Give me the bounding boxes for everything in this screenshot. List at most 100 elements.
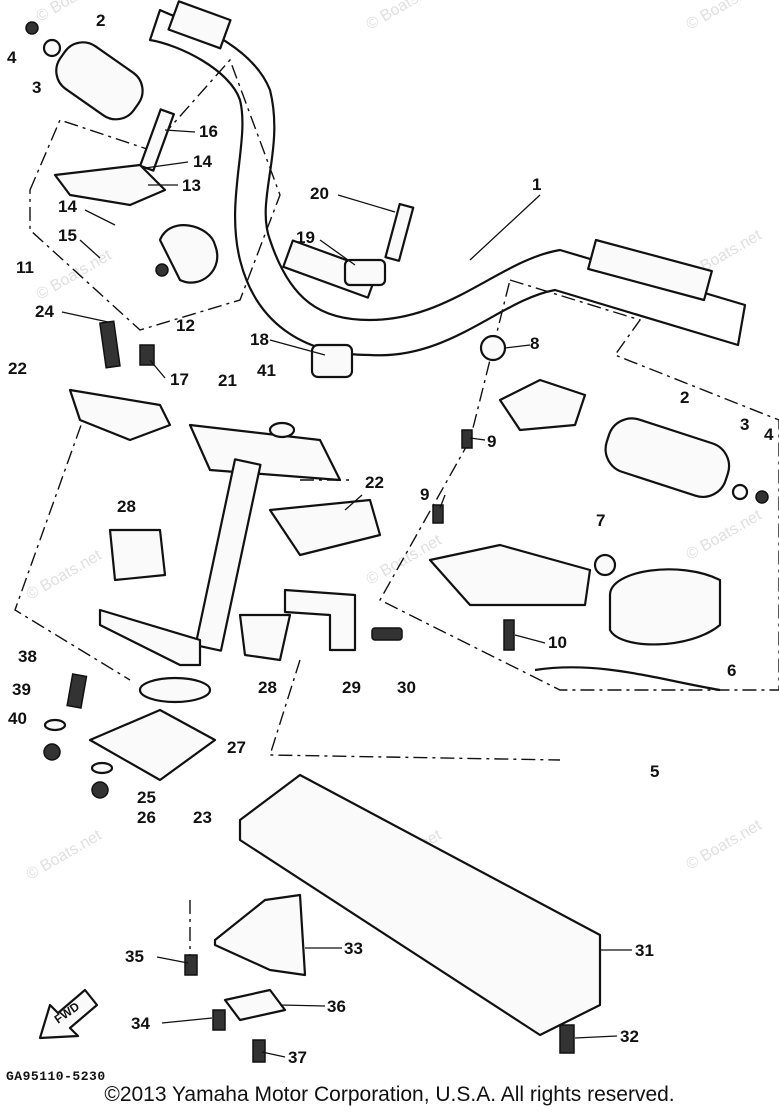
callout-19: 19	[296, 228, 315, 247]
fwd-direction-arrow: FWD	[38, 988, 99, 1040]
lever-13	[53, 163, 167, 207]
group-boundaries	[14, 58, 779, 960]
screw-9-upper	[461, 429, 473, 449]
copyright-notice: ©2013 Yamaha Motor Corporation, U.S.A. A…	[104, 1083, 675, 1106]
lanyard-6	[608, 568, 722, 646]
watermark-text: © Boats.net	[684, 0, 766, 33]
leader-line	[574, 1035, 618, 1039]
callout-15: 15	[58, 226, 77, 245]
screw-9-lower	[432, 504, 444, 524]
callout-2-left: 2	[96, 11, 105, 30]
leader-line	[469, 194, 541, 261]
group-11-boundary	[29, 58, 281, 331]
fwd-arrow-icon	[38, 988, 99, 1040]
leader-line	[261, 1051, 286, 1058]
callout-11: 11	[16, 258, 34, 277]
leader-line	[149, 359, 166, 379]
watermark-text: © Boats.net	[24, 547, 106, 604]
callout-35: 35	[125, 947, 144, 966]
handlebar-part	[148, 0, 747, 357]
screw-10	[503, 619, 515, 651]
steering-column-group	[43, 320, 403, 799]
callout-14-upper: 14	[193, 152, 212, 171]
wire-harness	[534, 666, 721, 692]
leader-line	[439, 494, 446, 509]
callout-23: 23	[193, 808, 212, 827]
lower-bracket-group	[184, 773, 602, 1063]
bolt-35	[184, 954, 198, 976]
callout-29: 29	[342, 678, 361, 697]
leader-line	[61, 311, 109, 323]
bolt-32	[559, 1024, 575, 1054]
watermark-text: © Boats.net	[24, 827, 106, 884]
leader-line	[84, 209, 116, 226]
callout-28-upper: 28	[117, 497, 136, 516]
callout-36: 36	[327, 997, 346, 1016]
bolt-37	[252, 1039, 266, 1063]
leader-line	[79, 239, 101, 259]
callout-13: 13	[182, 176, 201, 195]
button-8	[479, 334, 507, 362]
handlebar-knurl-left	[167, 0, 232, 50]
callout-4-right: 4	[764, 425, 774, 444]
leader-line	[161, 1017, 213, 1024]
bolt-34	[212, 1009, 226, 1031]
callout-labels: 1 2 2 3 3 4 4 5 6 7 8 9 9 10 11 12 13 14…	[7, 11, 774, 1067]
left-grip-group	[25, 21, 219, 284]
callout-5: 5	[650, 762, 659, 781]
group-31-boundary	[189, 659, 561, 960]
callout-20: 20	[310, 184, 329, 203]
bolt-20	[384, 202, 415, 262]
callout-37: 37	[288, 1048, 307, 1067]
leader-line	[164, 129, 196, 133]
screw-4-right	[755, 490, 769, 504]
leader-line	[319, 239, 356, 266]
spacer-28-lower	[238, 613, 292, 662]
callout-28-lower: 28	[258, 678, 277, 697]
leader-line	[337, 194, 396, 213]
switch-housing-upper	[498, 378, 587, 432]
watermark-text: © Boats.net	[684, 507, 766, 564]
callout-22-right: 22	[365, 473, 384, 492]
handlebar-tube	[148, 8, 747, 357]
callout-9-lower: 9	[420, 485, 429, 504]
callout-27: 27	[227, 738, 246, 757]
callout-1: 1	[532, 175, 541, 194]
callout-3-left: 3	[32, 78, 41, 97]
bolt-24	[99, 320, 121, 369]
watermark-text: © Boats.net	[684, 817, 766, 874]
watermark-text: © Boats.net	[364, 0, 446, 33]
cover-31	[238, 773, 602, 1037]
column-bracket-22-right	[268, 498, 382, 557]
callout-18: 18	[250, 330, 269, 349]
callout-41: 41	[257, 361, 276, 380]
leader-lines	[61, 129, 632, 1058]
callout-39: 39	[12, 680, 31, 699]
leader-line	[469, 437, 486, 441]
plate-23	[88, 708, 217, 782]
callout-7: 7	[596, 511, 605, 530]
callout-14-lower: 14	[58, 197, 77, 216]
callout-17: 17	[170, 370, 189, 389]
callout-21: 21	[218, 371, 237, 390]
callout-24: 24	[35, 302, 54, 321]
plate-36	[223, 988, 287, 1022]
washer-3-right	[731, 483, 749, 501]
washer-39	[43, 718, 67, 732]
column-shaft	[194, 458, 262, 652]
callout-16: 16	[199, 122, 218, 141]
leader-line	[279, 1004, 326, 1007]
diagram-code: GA95110-5230	[6, 1069, 106, 1084]
leader-line	[269, 339, 326, 356]
switch-housing-lower	[428, 543, 592, 607]
leader-line	[144, 161, 189, 169]
callout-40: 40	[8, 709, 27, 728]
handlebar-knurl-right	[587, 238, 713, 302]
grip-right	[604, 417, 731, 498]
leader-line	[514, 634, 546, 644]
callout-8: 8	[530, 334, 539, 353]
bolt-38	[66, 673, 88, 709]
callout-32: 32	[620, 1027, 639, 1046]
column-foot	[98, 608, 202, 667]
nut-26	[91, 781, 109, 799]
